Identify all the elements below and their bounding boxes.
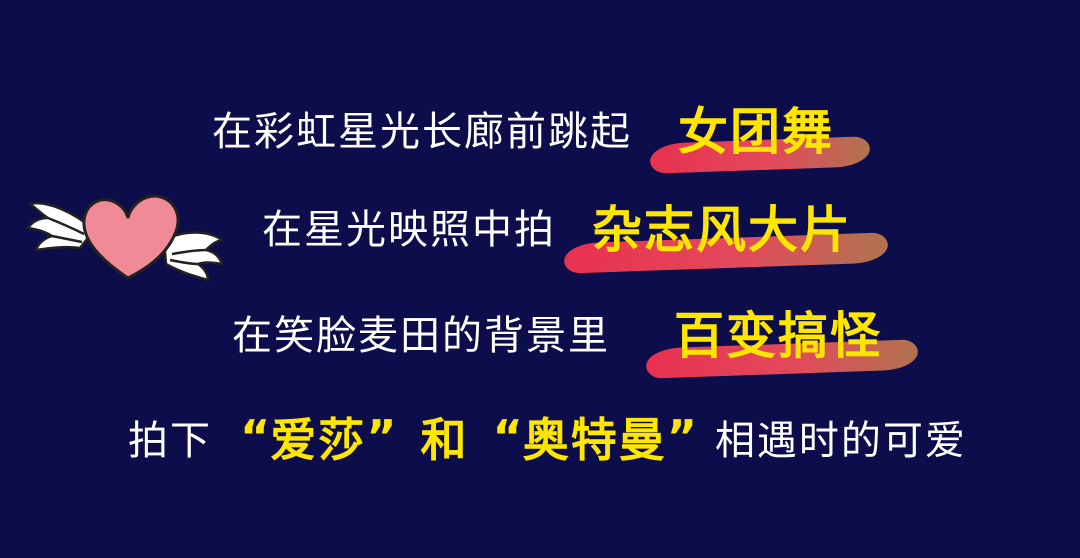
line-1-text: 在彩虹星光长廊前跳起 bbox=[212, 109, 632, 155]
line-1-highlight-text: 女团舞 bbox=[678, 103, 834, 161]
line-4-prefix: 拍下 bbox=[128, 418, 212, 464]
line-4-suffix: 相遇时的可爱 bbox=[714, 418, 967, 464]
line-2-highlight: 杂志风大片 bbox=[563, 190, 889, 274]
winged-heart-icon bbox=[26, 194, 224, 282]
name-elsa: 爱莎 bbox=[270, 413, 367, 467]
close-quote: ” bbox=[666, 410, 697, 464]
open-quote: “ bbox=[492, 410, 523, 464]
line-4-highlight: “ 爱莎 ” 和 “ 奥特曼 ” bbox=[239, 404, 697, 470]
line-2-highlight-text: 杂志风大片 bbox=[592, 201, 852, 259]
line-4: 拍下 “ 爱莎 ” 和 “ 奥特曼 ” 相遇时的可爱 bbox=[128, 404, 967, 470]
line-3-text: 在笑脸麦田的背景里 bbox=[232, 313, 610, 359]
line-3-highlight-text: 百变搞怪 bbox=[674, 307, 882, 365]
line-2-text: 在星光映照中拍 bbox=[262, 207, 556, 253]
close-quote: ” bbox=[366, 410, 397, 464]
name-ultraman: 奥特曼 bbox=[522, 413, 667, 467]
line-3-highlight: 百变搞怪 bbox=[645, 296, 919, 379]
line-1-highlight: 女团舞 bbox=[649, 92, 871, 174]
line-3: 在笑脸麦田的背景里 百变搞怪 bbox=[232, 296, 919, 379]
line-1: 在彩虹星光长廊前跳起 女团舞 bbox=[212, 92, 871, 174]
connector-and: 和 bbox=[420, 413, 469, 467]
open-quote: “ bbox=[240, 410, 271, 464]
line-2: 在星光映照中拍 杂志风大片 bbox=[262, 190, 889, 274]
